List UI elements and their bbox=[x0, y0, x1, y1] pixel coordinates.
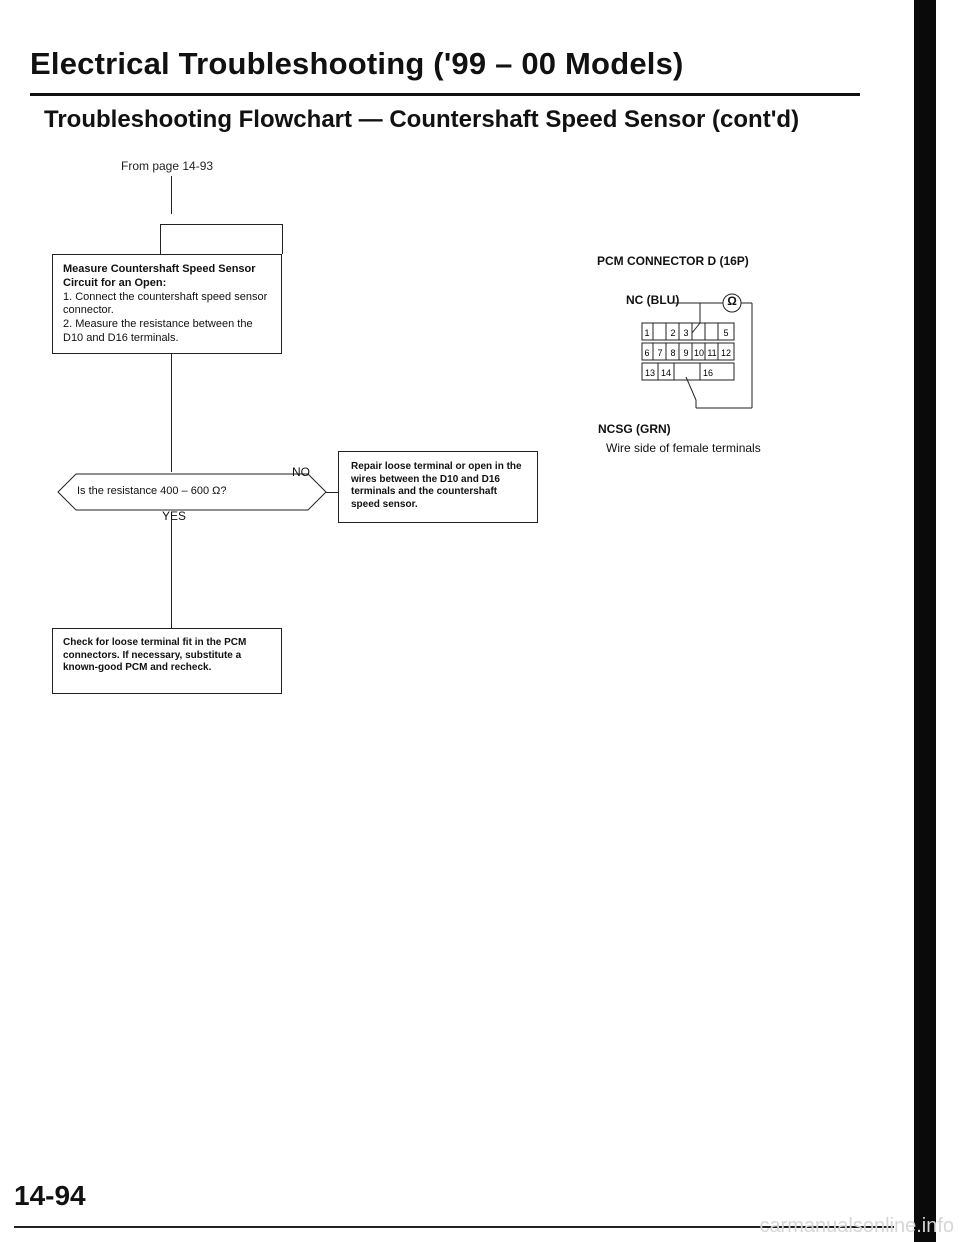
pin-number: 7 bbox=[657, 348, 662, 358]
flow-line bbox=[171, 354, 172, 472]
yes-label: YES bbox=[162, 509, 187, 523]
pin-number: 6 bbox=[644, 348, 649, 358]
connector-caption: Wire side of female terminals bbox=[606, 441, 761, 455]
measure-box-step-1: 1. Connect the countershaft speed sensor… bbox=[63, 290, 268, 317]
pin-number: 2 bbox=[670, 328, 675, 338]
right-binding-bar bbox=[914, 0, 936, 1242]
decision-question: Is the resistance 400 – 600 Ω? bbox=[77, 485, 227, 497]
flow-line bbox=[171, 176, 172, 214]
bottom-rule bbox=[14, 1226, 894, 1228]
pin-number: 14 bbox=[661, 368, 671, 378]
measure-circuit-box: Measure Countershaft Speed Sensor Circui… bbox=[52, 254, 282, 354]
flow-line bbox=[171, 512, 172, 532]
connector-diagram: 1 2 3 5 6 7 8 9 10 11 12 13 14 16 bbox=[641, 293, 753, 409]
measure-box-heading: Measure Countershaft Speed Sensor Circui… bbox=[63, 263, 256, 289]
flow-line bbox=[160, 224, 282, 225]
page-number: 14-94 bbox=[14, 1180, 86, 1211]
flow-line bbox=[171, 528, 172, 628]
pin-number: 16 bbox=[703, 368, 713, 378]
from-page-label: From page 14-93 bbox=[121, 159, 214, 173]
flow-line bbox=[326, 492, 338, 493]
page-title: Electrical Troubleshooting ('99 – 00 Mod… bbox=[30, 46, 684, 81]
flow-line bbox=[160, 224, 161, 254]
pin-number: 8 bbox=[670, 348, 675, 358]
repair-wires-box: Repair loose terminal or open in the wir… bbox=[338, 451, 538, 523]
pin-number: 5 bbox=[723, 328, 728, 338]
flow-line bbox=[282, 224, 283, 254]
ohmmeter-icon: Ω bbox=[727, 294, 737, 308]
section-title: Troubleshooting Flowchart — Countershaft… bbox=[44, 106, 800, 133]
connector-title: PCM CONNECTOR D (16P) bbox=[597, 254, 749, 268]
ncsg-wire-label: NCSG (GRN) bbox=[598, 422, 671, 436]
watermark: carmanualsonline.info bbox=[759, 1215, 954, 1237]
pin-number: 9 bbox=[683, 348, 688, 358]
no-label: NO bbox=[292, 465, 310, 479]
pin-number: 3 bbox=[683, 328, 688, 338]
nc-wire-label: NC (BLU) bbox=[626, 293, 680, 307]
pin-number: 12 bbox=[721, 348, 731, 358]
pin-number: 10 bbox=[694, 348, 704, 358]
pin-number: 11 bbox=[707, 348, 716, 358]
measure-box-step-2: 2. Measure the resistance between the D1… bbox=[63, 318, 253, 344]
title-rule bbox=[30, 93, 860, 96]
check-pcm-box: Check for loose terminal fit in the PCM … bbox=[52, 628, 282, 694]
pin-number: 1 bbox=[644, 328, 649, 338]
pin-number: 13 bbox=[645, 368, 655, 378]
